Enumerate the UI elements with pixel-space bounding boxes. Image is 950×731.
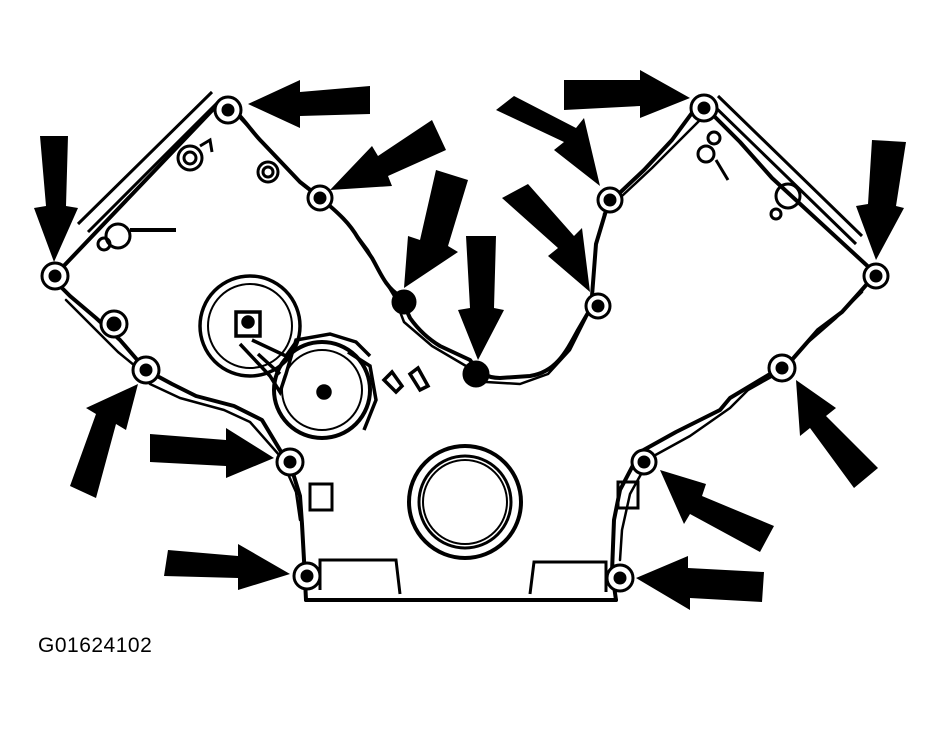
arrows xyxy=(34,70,906,610)
bolt xyxy=(275,447,305,477)
arrow xyxy=(496,96,600,186)
bolts xyxy=(40,93,890,593)
arrow xyxy=(564,70,690,118)
bolt xyxy=(292,561,322,591)
bolt xyxy=(767,353,797,383)
sensor-bosses xyxy=(96,130,802,252)
arrow xyxy=(404,170,468,288)
bolt xyxy=(131,355,161,385)
bolt xyxy=(862,262,890,290)
arrow xyxy=(458,236,504,360)
arrow xyxy=(330,120,446,190)
bolt xyxy=(462,360,490,388)
crankshaft-seal xyxy=(407,444,523,560)
bolt xyxy=(391,289,417,315)
bolt xyxy=(213,95,243,125)
bolt xyxy=(40,261,70,291)
figure-id-label: G01624102 xyxy=(38,634,153,657)
arrow xyxy=(70,384,138,498)
arrow xyxy=(502,184,590,292)
belt-tensioner xyxy=(198,274,431,440)
gasket-lines xyxy=(76,90,864,246)
oil-pan-rail xyxy=(308,480,640,595)
arrow xyxy=(636,556,764,610)
arrow xyxy=(164,544,290,590)
bolt xyxy=(630,448,658,476)
bolt xyxy=(584,292,612,320)
arrow xyxy=(856,140,906,260)
arrow xyxy=(34,136,78,262)
cover-outline xyxy=(52,98,876,602)
arrow xyxy=(248,80,370,128)
bolt xyxy=(99,309,129,339)
bolt xyxy=(689,93,719,123)
arrow xyxy=(660,470,774,552)
bolt xyxy=(596,186,624,214)
bolt xyxy=(605,563,635,593)
arrow xyxy=(796,380,878,488)
bolt xyxy=(306,184,334,212)
arrow xyxy=(150,428,274,478)
